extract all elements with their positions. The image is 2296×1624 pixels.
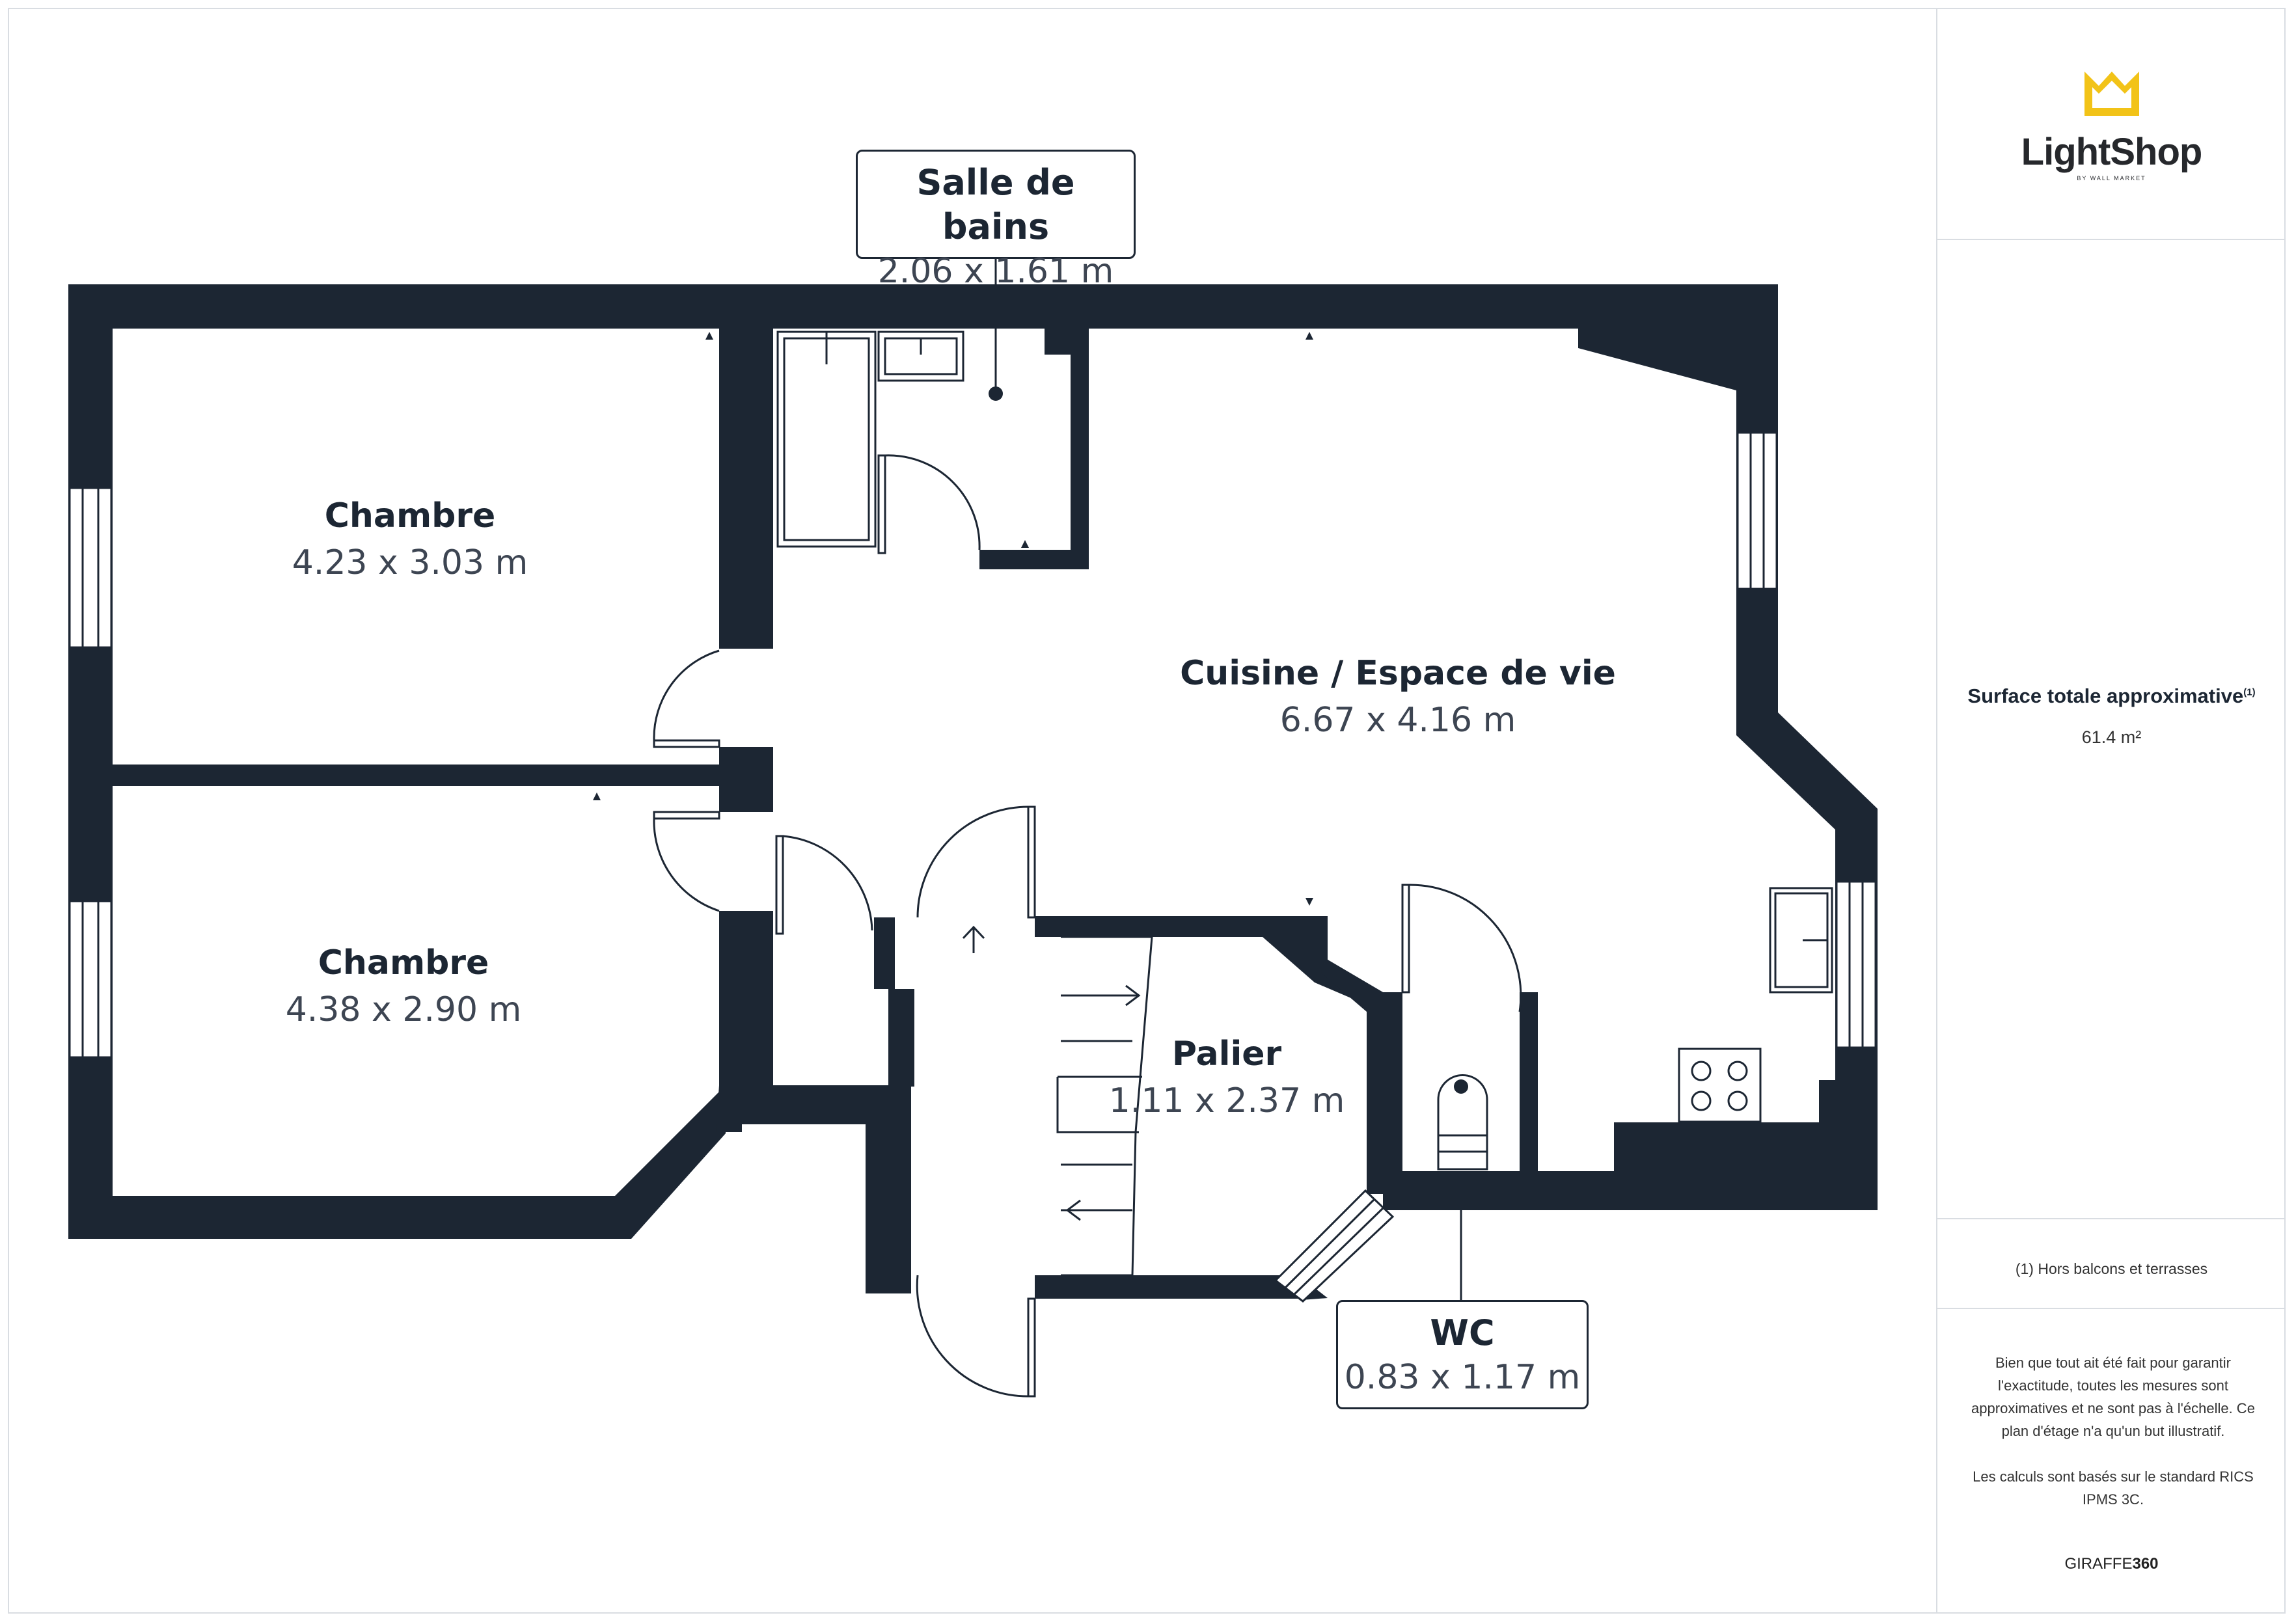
fixtures	[776, 257, 1833, 1301]
tag-wc-dim: 0.83 x 1.17 m	[1344, 1358, 1581, 1397]
room-cuisine-dim: 6.67 x 4.16 m	[1280, 701, 1516, 740]
tag-wc-name: WC	[1430, 1312, 1495, 1353]
brand-sub: BY WALL MARKET	[2077, 175, 2146, 182]
fixture-marks	[593, 332, 1468, 1094]
brand-logo: LightShop BY WALL MARKET	[1937, 66, 2286, 182]
room-palier-name: Palier	[1172, 1035, 1282, 1074]
walls	[68, 284, 1878, 1300]
room-chambre-1-dim: 4.23 x 3.03 m	[292, 543, 528, 582]
room-palier-dim: 1.11 x 2.37 m	[1109, 1081, 1345, 1120]
tag-salle-de-bains-dim: 2.06 x 1.61 m	[877, 252, 1114, 291]
tag-salle-de-bains: Salle de bains 2.06 x 1.61 m	[856, 150, 1136, 291]
disclaimer-accuracy: Bien que tout ait été fait pour garantir…	[1971, 1355, 2255, 1439]
doors	[653, 454, 1522, 1398]
disclaimer: Bien que tout ait été fait pour garantir…	[1970, 1351, 2256, 1534]
footnote: (1) Hors balcons et terrasses	[2015, 1260, 2208, 1277]
room-chambre-2-dim: 4.38 x 2.90 m	[286, 990, 522, 1029]
page-frame	[8, 8, 2286, 1614]
area-title: Surface totale approximative(1)	[1937, 684, 2286, 708]
room-chambre-2-name: Chambre	[318, 943, 489, 982]
area-title-text: Surface totale approximative	[1967, 684, 2244, 707]
sidebar-divider	[1937, 1218, 2286, 1219]
area-title-sup: (1)	[2243, 686, 2256, 698]
brand-name: LightShop	[2021, 131, 2203, 173]
room-cuisine-name: Cuisine / Espace de vie	[1180, 654, 1616, 693]
room-chambre-1-name: Chambre	[325, 496, 496, 535]
disclaimer-standard: Les calculs sont basés sur le standard R…	[1973, 1468, 2254, 1508]
giraffe-number: 360	[2132, 1555, 2159, 1573]
sidebar-divider	[1937, 1308, 2286, 1309]
tag-salle-de-bains-name: Salle de bains	[916, 162, 1075, 247]
tag-wc: WC 0.83 x 1.17 m	[1336, 1300, 1589, 1409]
crown-icon	[2084, 72, 2139, 116]
area-value: 61.4 m²	[2081, 727, 2142, 747]
giraffe-text: GIRAFFE	[2064, 1555, 2133, 1573]
sidebar-divider	[1937, 239, 2286, 240]
floor-plan: Chambre 4.23 x 3.03 m Chambre 4.38 x 2.9…	[68, 257, 1878, 1398]
giraffe-logo: GIRAFFE360	[1937, 1555, 2286, 1573]
area-summary: Surface totale approximative(1) 61.4 m²	[1937, 684, 2286, 748]
windows	[68, 431, 1877, 1303]
info-sidebar: LightShop BY WALL MARKET Surface totale …	[1936, 8, 2286, 1614]
